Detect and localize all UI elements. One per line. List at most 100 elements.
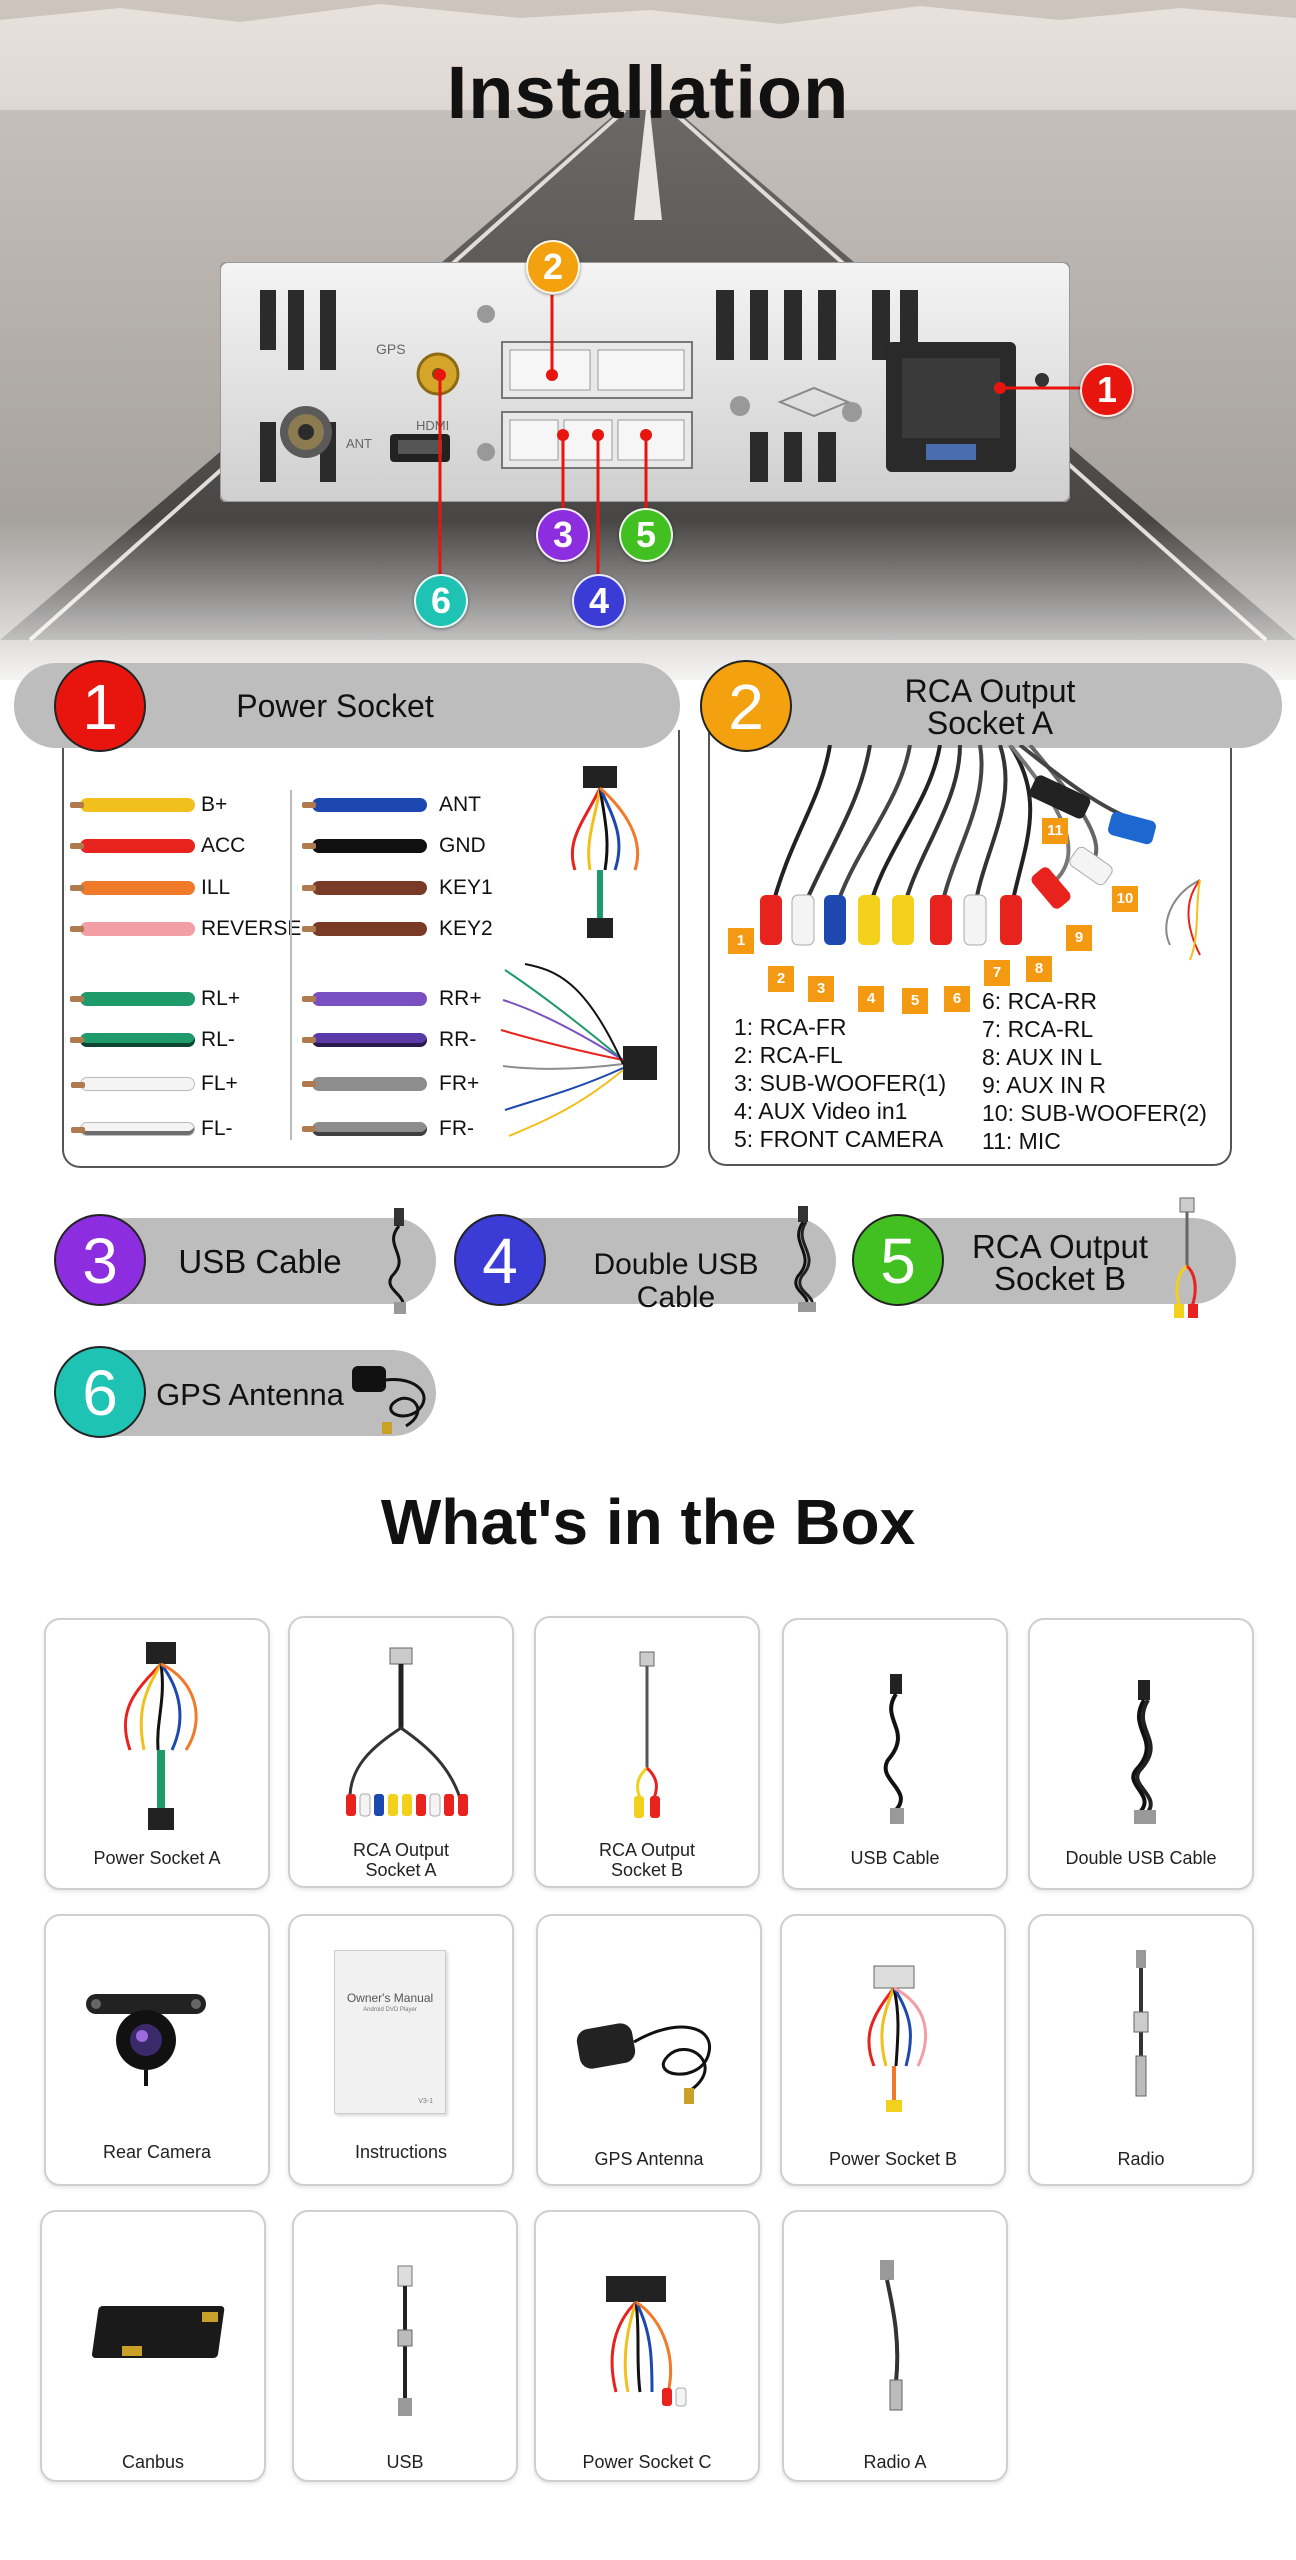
left-wire-row: ILL — [70, 876, 230, 900]
usb-cable-badge: 3 — [54, 1214, 146, 1306]
wire-label: KEY2 — [439, 917, 493, 940]
gps-antenna-label: GPS Antenna — [156, 1377, 344, 1412]
rear-camera-icon — [86, 1994, 206, 2086]
wire-color-swatch — [302, 881, 427, 895]
wire-label: RL+ — [201, 987, 241, 1010]
right-wire-row: KEY2 — [302, 917, 493, 941]
right-wire-row: FR- — [302, 1117, 474, 1141]
marker-2: 2 — [526, 240, 580, 294]
callout-lines — [434, 295, 1100, 600]
double-usb-cable-icon — [1131, 1680, 1156, 1824]
radio-a-icon — [880, 2260, 903, 2411]
wire-column-divider — [290, 790, 292, 1140]
rca-socket-b-icon — [1174, 1197, 1198, 1318]
usb-icon — [397, 2265, 413, 2416]
rca-socket-b-icon — [634, 1651, 660, 1818]
rca-harness-illustration — [760, 745, 1201, 961]
right-wire-row: ANT — [302, 793, 481, 817]
right-wire-row: GND — [302, 834, 486, 858]
wire-label: GND — [439, 834, 486, 857]
rca-legend-item: 11: MIC — [982, 1128, 1061, 1154]
left-wire-row: REVERSE — [70, 917, 302, 941]
left-wire-row: RL+ — [70, 987, 241, 1011]
marker-4: 4 — [572, 574, 626, 628]
wire-label: RL- — [201, 1028, 235, 1051]
wire-label: RR- — [439, 1028, 477, 1051]
wire-label: RR+ — [439, 987, 482, 1010]
box-item-label-line2: Socket B — [610, 1860, 684, 1880]
box-item-power-socket-c: Power Socket C — [534, 2210, 760, 2482]
speaker-harness-icon — [500, 963, 657, 1137]
right-wire-row: RR- — [302, 1028, 477, 1052]
wire-color-swatch — [302, 798, 427, 812]
wire-color-swatch — [70, 798, 195, 812]
rca-socket-b-label-line1: RCA Output — [971, 1228, 1149, 1265]
box-item-label: USB — [386, 2452, 424, 2472]
box-item-radio: Radio — [1028, 1914, 1254, 2186]
usb-cable-icon — [883, 1674, 904, 1824]
box-item-label: RCA Output — [352, 1840, 450, 1860]
usb-cable-label: USB Cable — [178, 1243, 342, 1280]
box-item-label: Canbus — [121, 2452, 185, 2472]
rca-socket-a-panel — [708, 730, 1232, 1166]
rca-socket-b-badge: 5 — [852, 1214, 944, 1306]
power-socket-c-icon — [606, 2276, 687, 2407]
marker-1: 1 — [1080, 363, 1134, 417]
sky-background — [0, 0, 1296, 120]
ant-port-label: ANT — [346, 436, 372, 451]
rca-callout-11: 11 — [1042, 818, 1068, 844]
box-item-usb: USB — [292, 2210, 518, 2482]
right-wire-row: RR+ — [302, 987, 482, 1011]
wire-color-swatch — [71, 1122, 195, 1136]
wire-label: ANT — [439, 793, 481, 816]
rca-callout-1: 1 — [728, 928, 754, 954]
rca-callout-7: 7 — [984, 960, 1010, 986]
wire-label: FR- — [439, 1117, 474, 1140]
rca-callout-4: 4 — [858, 986, 884, 1012]
wire-color-swatch — [302, 1122, 427, 1136]
box-item-usb-cable: USB Cable — [782, 1618, 1008, 1890]
double-usb-cable-icon — [794, 1206, 816, 1312]
box-item-canbus: Canbus — [40, 2210, 266, 2482]
box-item-rca-socket-b: RCA Output Socket B — [534, 1616, 760, 1888]
left-wire-row: RL- — [70, 1028, 235, 1052]
box-item-label: USB Cable — [850, 1848, 940, 1868]
box-item-label: Double USB Cable — [1065, 1848, 1217, 1868]
wire-label: B+ — [201, 793, 228, 816]
wire-color-swatch — [70, 992, 195, 1006]
left-wire-row: FL+ — [71, 1072, 238, 1096]
wire-label: ACC — [201, 834, 246, 857]
wire-color-swatch — [302, 839, 427, 853]
rca-callout-8: 8 — [1026, 956, 1052, 982]
rca-socket-a-title-line2: Socket A — [926, 705, 1054, 741]
wire-color-swatch — [70, 881, 195, 895]
double-usb-cable-label: Double USB Cable — [593, 1248, 759, 1314]
rca-socket-a-bar — [700, 663, 1282, 748]
installation-hero: Installation GPS HDMI — [0, 0, 1296, 680]
rca-legend-item: 9: AUX IN R — [982, 1072, 1106, 1098]
radio-cable-icon — [1133, 1950, 1149, 2097]
wire-color-swatch — [302, 992, 427, 1006]
radio-back-panel: GPS HDMI ANT — [220, 262, 1070, 502]
rca-legend-item: 3: SUB-WOOFER(1) — [734, 1070, 947, 1096]
box-item-label: Power Socket A — [93, 1848, 221, 1868]
rca-legend-item: 4: AUX Video in1 — [734, 1098, 908, 1124]
manual-code: V3-1 — [418, 2098, 433, 2105]
wire-label: FL- — [201, 1117, 233, 1140]
box-item-label: Rear Camera — [102, 2142, 212, 2162]
rca-legend-item: 2: RCA-FL — [734, 1042, 843, 1068]
marker-6: 6 — [414, 574, 468, 628]
canbus-icon — [92, 2306, 225, 2358]
box-item-label: Power Socket C — [582, 2452, 712, 2472]
box-item-power-socket-b: Power Socket B — [780, 1914, 1006, 2186]
wire-color-swatch — [70, 839, 195, 853]
rca-socket-a-badge: 2 — [700, 660, 792, 752]
gps-port-label: GPS — [376, 341, 406, 357]
box-item-rca-socket-a: RCA Output Socket A — [288, 1616, 514, 1888]
wire-label: REVERSE — [201, 917, 302, 940]
left-wire-row: ACC — [70, 834, 246, 858]
box-title: What's in the Box — [380, 1486, 916, 1558]
rca-callout-5: 5 — [902, 988, 928, 1014]
box-item-rear-camera: Rear Camera — [44, 1914, 270, 2186]
box-item-gps-antenna: GPS Antenna — [536, 1914, 762, 2186]
